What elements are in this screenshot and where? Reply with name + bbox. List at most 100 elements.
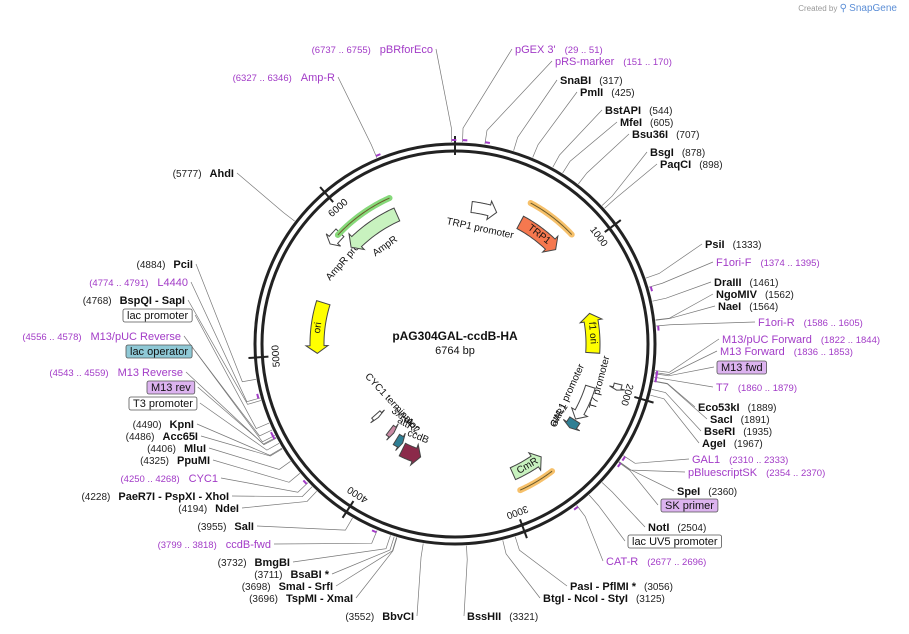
- site-snabi[interactable]: SnaBI(317): [560, 75, 623, 87]
- primer-pbrforeco[interactable]: pBRforEco(6737 .. 6755): [312, 44, 457, 142]
- trp1-promoter-label: TRP1 promoter: [445, 216, 515, 241]
- primer-position: (151 .. 170): [623, 57, 672, 68]
- site-ahdi[interactable]: AhdI(5777): [173, 168, 234, 180]
- feature-f1-ori[interactable]: f1 ori: [578, 312, 604, 354]
- site-position: (1562): [765, 290, 794, 301]
- site-name: TspMI - XmaI: [286, 593, 353, 605]
- feature-cyc1-terminator[interactable]: CYC1 terminator: [362, 371, 421, 434]
- tick-label-3000: 3000: [504, 503, 529, 521]
- site-name: PsiI: [705, 239, 725, 251]
- primer-name: GAL1: [692, 454, 720, 466]
- primer-mark: [485, 141, 491, 144]
- backbone-ring: [253, 136, 657, 546]
- feature-box-m13-fwd[interactable]: M13 fwd: [716, 360, 767, 375]
- leader-acc65i: [200, 435, 283, 457]
- feature-cmr[interactable]: CmR: [509, 451, 556, 494]
- site-ndei[interactable]: NdeI(4194): [178, 503, 239, 515]
- primer-mark: [371, 529, 377, 534]
- leader-m13-rev: [197, 386, 277, 445]
- t7-promoter-label: T7 promoter: [588, 354, 613, 410]
- primer-cyc1[interactable]: CYC1(4250 .. 4268): [121, 473, 308, 485]
- primer-m13-puc-reverse[interactable]: M13/pUC Reverse(4556 .. 4578): [22, 331, 275, 437]
- site-smai-srfi[interactable]: SmaI - SrfI(3698): [242, 581, 333, 593]
- site-position: (4768): [83, 296, 112, 307]
- ori-label: ori: [312, 322, 324, 334]
- site-bbvci[interactable]: BbvCI(3552): [345, 611, 414, 623]
- leader-bsshii: [463, 545, 468, 617]
- leader-pmli: [532, 91, 578, 158]
- site-tspmi-xmai[interactable]: TspMI - XmaI(3696): [249, 593, 353, 605]
- primer-f1ori-r[interactable]: F1ori-R(1586 .. 1605): [657, 317, 863, 331]
- leader-bspqi-sapi: [187, 299, 262, 405]
- site-bsshii[interactable]: BssHII(3321): [467, 611, 538, 623]
- site-agei[interactable]: AgeI(1967): [702, 438, 763, 450]
- box-label: M13 fwd: [721, 362, 763, 374]
- site-pcii[interactable]: PciI(4884): [137, 259, 193, 271]
- site-spei[interactable]: SpeI(2360): [677, 486, 737, 498]
- site-pmli[interactable]: PmlI(425): [580, 87, 635, 99]
- site-name: BstAPI: [605, 105, 641, 117]
- primer-t7[interactable]: T7(1860 .. 1879): [654, 377, 797, 394]
- site-ngomiv[interactable]: NgoMIV(1562): [716, 289, 794, 301]
- feature-box-lac-uv5-promoter[interactable]: lac UV5 promoter: [627, 534, 722, 549]
- site-bspqi-sapi[interactable]: BspQI - SapI(4768): [83, 295, 185, 307]
- primer-cat-r[interactable]: CAT-R(2677 .. 2696): [573, 506, 706, 568]
- site-bsabi[interactable]: BsaBI *(3711): [254, 569, 329, 581]
- site-position: (707): [676, 130, 699, 141]
- primer-m13-forward[interactable]: M13 Forward(1836 .. 1853): [655, 346, 853, 378]
- ampr-band-core: [337, 197, 390, 236]
- f1-ori-arrow: [578, 312, 604, 354]
- site-ppumi[interactable]: PpuMI(4325): [140, 455, 210, 467]
- trp1-arrow: [516, 215, 559, 253]
- site-acc65i[interactable]: Acc65I(4486): [126, 431, 198, 443]
- site-pasi-pflmi[interactable]: PasI - PflMI *(3056): [570, 581, 673, 593]
- feature-trp1[interactable]: TRP1: [516, 200, 575, 253]
- leader-m13-reverse: [185, 371, 277, 446]
- tick-5000: [248, 355, 269, 360]
- trp1-promoter-arrow: [470, 199, 498, 221]
- attr1-arrow: [562, 416, 581, 432]
- site-sali[interactable]: SalI(3955): [198, 521, 254, 533]
- site-mlui[interactable]: MluI(4406): [147, 443, 206, 455]
- leader-l4440: [190, 281, 261, 403]
- primer-amp-r[interactable]: Amp-R(6327 .. 6346): [233, 72, 381, 157]
- primer-l4440[interactable]: L4440(4774 .. 4791): [89, 277, 260, 399]
- site-bseri[interactable]: BseRI(1935): [704, 426, 772, 438]
- primer-position: (1836 .. 1853): [794, 347, 853, 358]
- primer-gal1[interactable]: GAL1(2310 .. 2333): [621, 454, 788, 466]
- site-psii[interactable]: PsiI(1333): [705, 239, 761, 251]
- feature-ori[interactable]: ori: [304, 300, 331, 354]
- feature-box-lac-promoter[interactable]: lac promoter: [122, 308, 193, 323]
- site-paer7i-pspxi-xhoi[interactable]: PaeR7I - PspXI - XhoI(4228): [81, 491, 229, 503]
- site-kpni[interactable]: KpnI(4490): [133, 419, 194, 431]
- primer-f1ori-f[interactable]: F1ori-F(1374 .. 1395): [649, 257, 820, 292]
- leader-snabi: [513, 79, 558, 151]
- site-paqci[interactable]: PaqCI(898): [660, 159, 723, 171]
- feature-trp1-promoter[interactable]: TRP1 promoter: [445, 199, 515, 242]
- leader-lac-operator: [194, 350, 273, 437]
- primer-position: (1374 .. 1395): [760, 258, 819, 269]
- site-bstapi[interactable]: BstAPI(544): [605, 105, 672, 117]
- site-mfei[interactable]: MfeI(605): [620, 117, 673, 129]
- site-bsu36i[interactable]: Bsu36I(707): [632, 129, 699, 141]
- site-name: PaeR7I - PspXI - XhoI: [118, 491, 229, 503]
- site-noti[interactable]: NotI(2504): [648, 522, 706, 534]
- primer-pbluescriptsk[interactable]: pBluescriptSK(2354 .. 2370): [617, 462, 825, 479]
- site-btgi-ncoi-styi[interactable]: BtgI - NcoI - StyI(3125): [543, 593, 665, 605]
- feature-box-lac-operator[interactable]: lac operator: [125, 344, 193, 359]
- site-eco53ki[interactable]: Eco53kI(1889): [698, 402, 777, 414]
- site-position: (3552): [345, 612, 374, 623]
- site-bsgi[interactable]: BsgI(878): [650, 147, 705, 159]
- leader-tspmi-xmai: [355, 537, 398, 599]
- primer-pgex-3[interactable]: pGEX 3'(29 .. 51): [462, 44, 603, 142]
- primer-ccdb-fwd[interactable]: ccdB-fwd(3799 .. 3818): [158, 529, 377, 551]
- feature-box-sk-primer[interactable]: SK primer: [660, 498, 719, 513]
- site-naei[interactable]: NaeI(1564): [718, 301, 778, 313]
- primer-prs-marker[interactable]: pRS-marker(151 .. 170): [485, 56, 672, 144]
- feature-box-t3-promoter[interactable]: T3 promoter: [128, 396, 198, 411]
- site-bmgbi[interactable]: BmgBI(3732): [218, 557, 290, 569]
- site-saci[interactable]: SacI(1891): [710, 414, 770, 426]
- box-outline: [122, 308, 193, 323]
- feature-box-m13-rev[interactable]: M13 rev: [146, 380, 196, 395]
- site-draiii[interactable]: DraIII(1461): [714, 277, 778, 289]
